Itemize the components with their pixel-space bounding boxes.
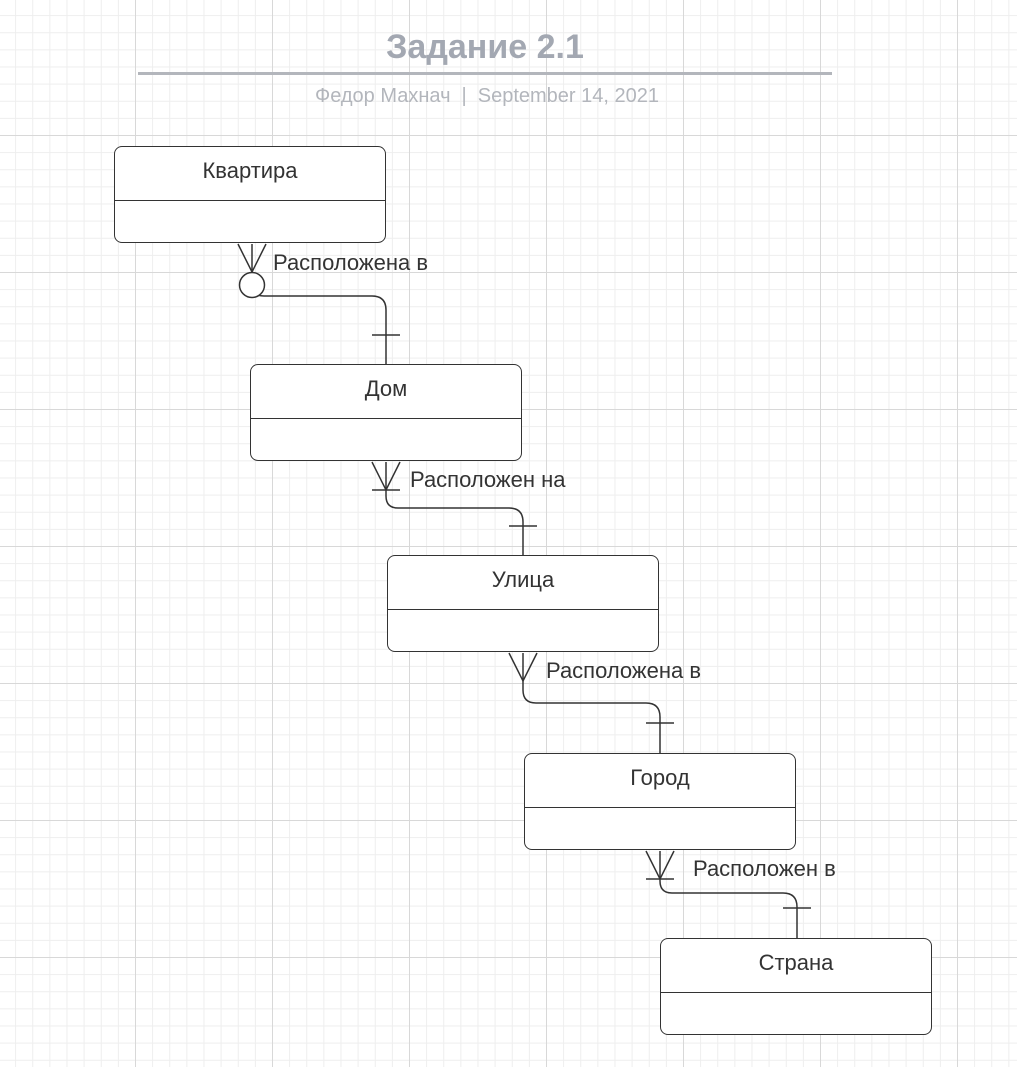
entity-gorod[interactable]: Город (524, 753, 796, 850)
entity-ulitsa[interactable]: Улица (387, 555, 659, 652)
separator: | (461, 85, 467, 107)
crow-foot-many (508, 652, 538, 683)
connector-gorod-strana (645, 850, 811, 938)
entity-title: Улица (388, 556, 658, 610)
entity-strana[interactable]: Страна (660, 938, 932, 1035)
relationship-label: Расположен в (693, 856, 836, 881)
entity-dom[interactable]: Дом (250, 364, 522, 461)
relationship-label: Расположен на (410, 467, 566, 492)
subtitle: Федор Махнач | September 14, 2021 (0, 85, 974, 108)
zero-circle (238, 271, 266, 299)
connector-line (659, 851, 798, 938)
entity-title: Страна (661, 939, 931, 993)
entity-kvartira[interactable]: Квартира (114, 146, 386, 243)
connector-ulitsa-gorod (508, 652, 674, 753)
connector-line (522, 653, 661, 753)
relationship-label: Расположена в (546, 658, 702, 683)
page-title: Задание 2.1 (386, 28, 584, 66)
connector-kvartira-dom (237, 243, 400, 364)
entity-title: Дом (251, 365, 521, 419)
author: Федор Махнач (315, 85, 451, 107)
connector-line (385, 462, 524, 555)
title-divider (138, 72, 832, 75)
entity-title: Квартира (115, 147, 385, 201)
connector-dom-ulitsa (371, 461, 537, 555)
entity-title: Город (525, 754, 795, 808)
relationship-label: Расположена в (273, 250, 429, 275)
date: September 14, 2021 (477, 85, 659, 107)
